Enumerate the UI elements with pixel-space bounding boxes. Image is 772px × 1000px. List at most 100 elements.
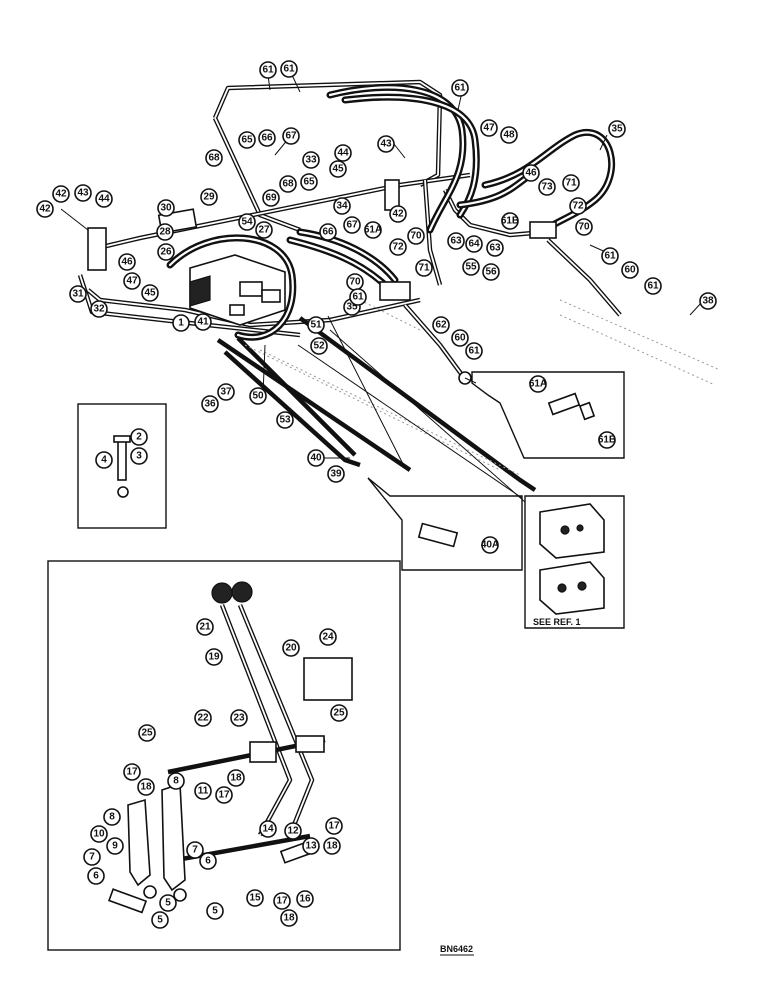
callout-71-right[interactable]: 71: [562, 174, 580, 192]
callout-50[interactable]: 51: [307, 316, 325, 334]
callout-13[interactable]: 13: [302, 837, 320, 855]
callout-73-mid[interactable]: 72: [389, 238, 407, 256]
callout-4[interactable]: 4: [95, 451, 113, 469]
callout-65-b[interactable]: 65: [300, 173, 318, 191]
callout-30[interactable]: 30: [157, 199, 175, 217]
callout-70-mid[interactable]: 70: [346, 273, 364, 291]
callout-61A[interactable]: 61A: [529, 375, 547, 393]
callout-5-c[interactable]: 5: [159, 894, 177, 912]
callout-12[interactable]: 12: [284, 822, 302, 840]
callout-39[interactable]: 39: [327, 465, 345, 483]
callout-20[interactable]: 20: [282, 639, 300, 657]
callout-43-top[interactable]: 43: [377, 135, 395, 153]
callout-73-right[interactable]: 73: [538, 178, 556, 196]
callout-56[interactable]: 61: [451, 79, 469, 97]
callout-70-right[interactable]: 70: [575, 218, 593, 236]
callout-66-a[interactable]: 66: [258, 129, 276, 147]
callout-17-c[interactable]: 17: [325, 817, 343, 835]
callout-68-b[interactable]: 68: [279, 175, 297, 193]
callout-65-a[interactable]: 65: [238, 131, 256, 149]
callout-1[interactable]: 1: [172, 314, 190, 332]
callout-67-b[interactable]: 67: [343, 216, 361, 234]
callout-61-bottom[interactable]: 61: [465, 342, 483, 360]
callout-53[interactable]: 54: [238, 213, 256, 231]
callout-69[interactable]: 69: [262, 189, 280, 207]
callout-28[interactable]: 28: [156, 223, 174, 241]
callout-54[interactable]: 55: [462, 258, 480, 276]
callout-34[interactable]: 34: [333, 197, 351, 215]
callout-38[interactable]: 38: [699, 292, 717, 310]
callout-36[interactable]: 36: [201, 395, 219, 413]
callout-61-right[interactable]: 61: [601, 247, 619, 265]
callout-18-a[interactable]: 18: [137, 778, 155, 796]
callout-5-a[interactable]: 5: [206, 902, 224, 920]
callout-42-right[interactable]: 42: [389, 205, 407, 223]
callout-62-top[interactable]: 63: [447, 232, 465, 250]
callout-37[interactable]: 37: [217, 383, 235, 401]
callout-18-d[interactable]: 18: [280, 909, 298, 927]
callout-59-mid[interactable]: 61A: [364, 221, 382, 239]
callout-44-top[interactable]: 44: [334, 144, 352, 162]
callout-32[interactable]: 32: [90, 300, 108, 318]
callout-67-a[interactable]: 67: [282, 127, 300, 145]
callout-25-left[interactable]: 25: [138, 724, 156, 742]
callout-72-mid[interactable]: 71: [415, 259, 433, 277]
callout-43-left[interactable]: 42: [36, 200, 54, 218]
callout-2[interactable]: 2: [130, 428, 148, 446]
callout-11[interactable]: 11: [194, 782, 212, 800]
callout-46-left[interactable]: 45: [141, 284, 159, 302]
callout-59-right[interactable]: 61B: [501, 212, 519, 230]
callout-16[interactable]: 16: [296, 890, 314, 908]
callout-23[interactable]: 23: [230, 709, 248, 727]
callout-72-right[interactable]: 72: [569, 197, 587, 215]
callout-15[interactable]: 15: [246, 889, 264, 907]
callout-68-a[interactable]: 68: [205, 149, 223, 167]
callout-49[interactable]: 50: [249, 387, 267, 405]
callout-45-top[interactable]: 45: [329, 160, 347, 178]
callout-26[interactable]: 26: [157, 243, 175, 261]
callout-18-b[interactable]: 18: [227, 769, 245, 787]
callout-6-b[interactable]: 6: [199, 852, 217, 870]
callout-63[interactable]: 63: [486, 239, 504, 257]
callout-44-left[interactable]: 43: [74, 184, 92, 202]
callout-21[interactable]: 21: [196, 618, 214, 636]
callout-60-bottom[interactable]: 60: [451, 329, 469, 347]
callout-57[interactable]: 61: [280, 60, 298, 78]
callout-40[interactable]: 40: [307, 449, 325, 467]
callout-17-d[interactable]: 17: [273, 892, 291, 910]
callout-47-left[interactable]: 46: [118, 253, 136, 271]
callout-8-a[interactable]: 8: [167, 772, 185, 790]
callout-71-mid[interactable]: 70: [407, 227, 425, 245]
callout-29[interactable]: 29: [200, 188, 218, 206]
callout-22[interactable]: 22: [194, 709, 212, 727]
callout-48-top[interactable]: 48: [500, 126, 518, 144]
callout-7-b[interactable]: 7: [186, 841, 204, 859]
callout-61-far[interactable]: 61: [644, 277, 662, 295]
callout-14[interactable]: 14: [259, 820, 277, 838]
callout-62-bottom[interactable]: 62: [432, 316, 450, 334]
callout-10[interactable]: 10: [90, 825, 108, 843]
callout-33[interactable]: 33: [302, 151, 320, 169]
callout-31[interactable]: 31: [69, 285, 87, 303]
callout-42-left[interactable]: 42: [52, 185, 70, 203]
callout-41[interactable]: 41: [194, 313, 212, 331]
callout-27[interactable]: 27: [255, 221, 273, 239]
callout-17-a[interactable]: 17: [123, 763, 141, 781]
callout-25-right[interactable]: 25: [330, 704, 348, 722]
callout-17-b[interactable]: 17: [215, 786, 233, 804]
callout-52[interactable]: 53: [276, 411, 294, 429]
callout-60-right[interactable]: 60: [621, 261, 639, 279]
callout-6-a[interactable]: 6: [87, 867, 105, 885]
callout-66-b[interactable]: 66: [319, 223, 337, 241]
callout-9[interactable]: 9: [106, 837, 124, 855]
callout-35-top[interactable]: 35: [608, 120, 626, 138]
callout-45-left[interactable]: 44: [95, 190, 113, 208]
callout-55[interactable]: 56: [482, 263, 500, 281]
callout-64[interactable]: 64: [465, 235, 483, 253]
callout-19[interactable]: 19: [205, 648, 223, 666]
callout-3[interactable]: 3: [130, 447, 148, 465]
callout-48-left[interactable]: 47: [123, 272, 141, 290]
callout-61-mid[interactable]: 61: [349, 288, 367, 306]
callout-5-b[interactable]: 5: [151, 911, 169, 929]
callout-18-c[interactable]: 18: [323, 837, 341, 855]
